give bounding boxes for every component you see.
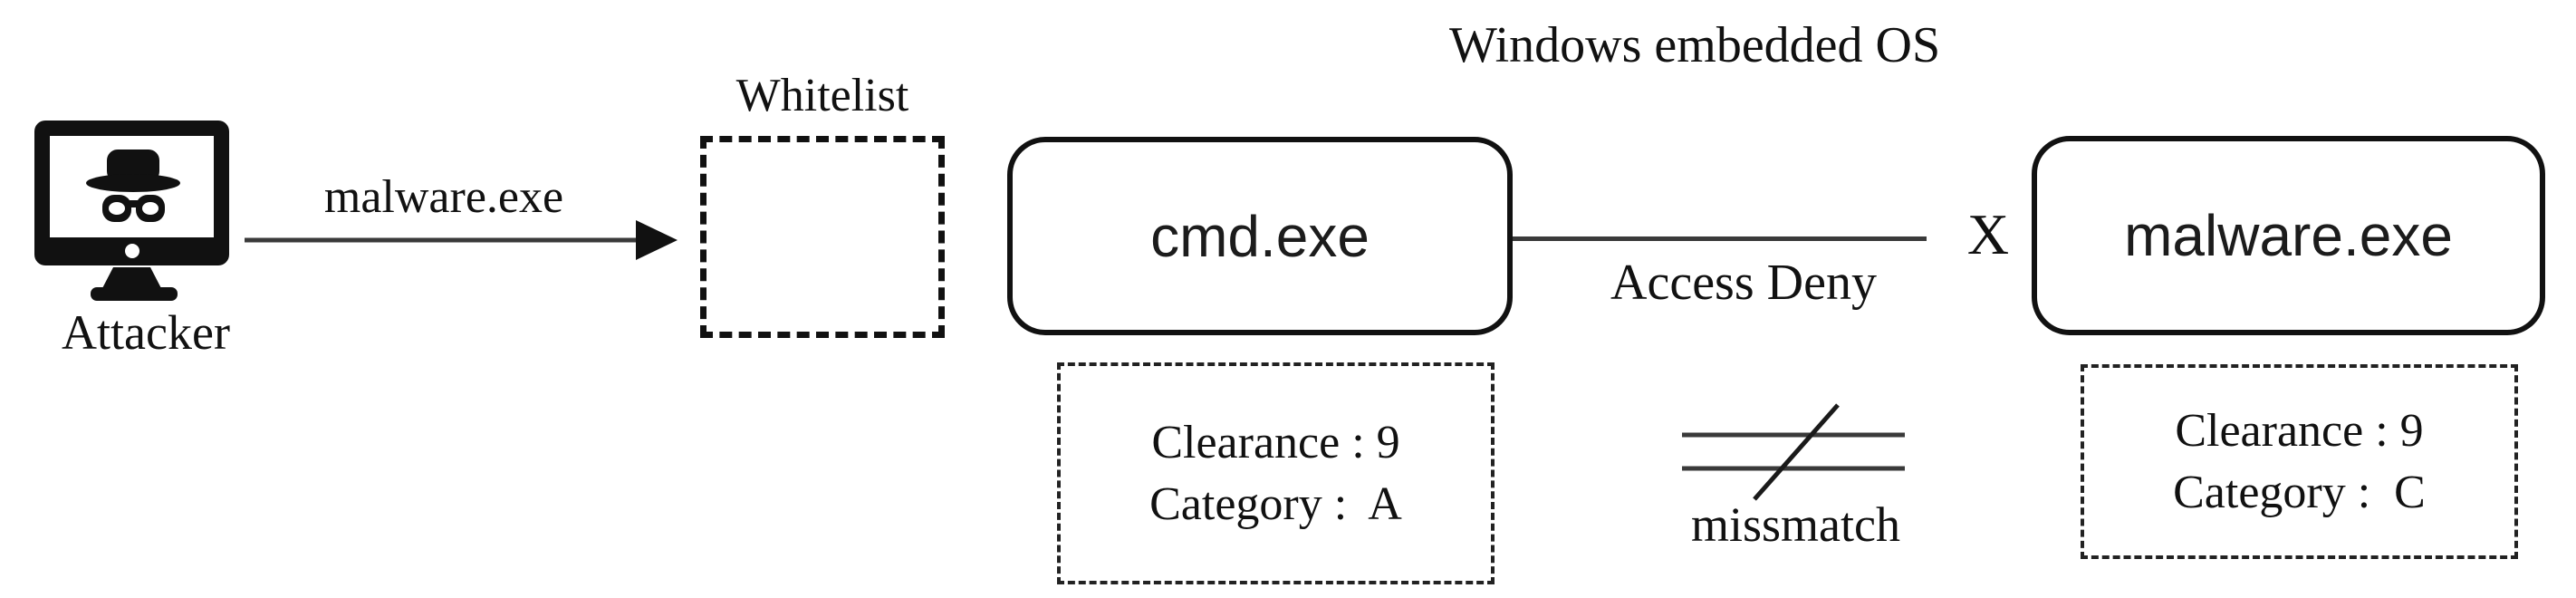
malware-arrow-icon xyxy=(245,220,678,260)
monitor-base xyxy=(91,287,178,301)
malware-node-label: malware.exe xyxy=(2124,203,2453,268)
spy-lens-left xyxy=(109,202,125,215)
cmd-node: cmd.exe xyxy=(1007,137,1513,335)
mismatch-slash xyxy=(1753,403,1840,501)
spy-goggle-bridge xyxy=(127,200,141,207)
malware-node: malware.exe xyxy=(2032,136,2545,335)
malware-clearance-text: Clearance : 9 xyxy=(2175,404,2424,457)
deny-x-mark: X xyxy=(1966,202,2010,266)
mismatch-icon xyxy=(1682,403,1905,501)
whitelist-box xyxy=(700,136,945,338)
malware-transfer-label: malware.exe xyxy=(323,171,564,223)
malware-attributes-box: Clearance : 9 Category : C xyxy=(2081,364,2518,559)
cmd-attributes-box: Clearance : 9 Category : A xyxy=(1057,362,1495,584)
monitor-button xyxy=(125,244,139,258)
cmd-category-text: Category : A xyxy=(1149,477,1402,530)
malware-category-text: Category : C xyxy=(2173,466,2426,518)
spy-hat-crown xyxy=(107,150,159,182)
os-title: Windows embedded OS xyxy=(1449,17,1941,73)
attacker-label: Attacker xyxy=(62,305,230,360)
spy-lens-right xyxy=(142,202,159,215)
attacker-icon xyxy=(34,121,229,301)
access-deny-line xyxy=(1513,236,1927,241)
arrow-head xyxy=(636,220,678,260)
cmd-clearance-text: Clearance : 9 xyxy=(1151,416,1400,468)
whitelist-label: Whitelist xyxy=(735,70,909,121)
spy-hat-brim xyxy=(86,174,180,192)
mismatch-label: missmatch xyxy=(1691,497,1900,552)
access-deny-label: Access Deny xyxy=(1610,255,1877,311)
monitor-stand xyxy=(101,267,163,292)
cmd-node-label: cmd.exe xyxy=(1150,203,1370,269)
